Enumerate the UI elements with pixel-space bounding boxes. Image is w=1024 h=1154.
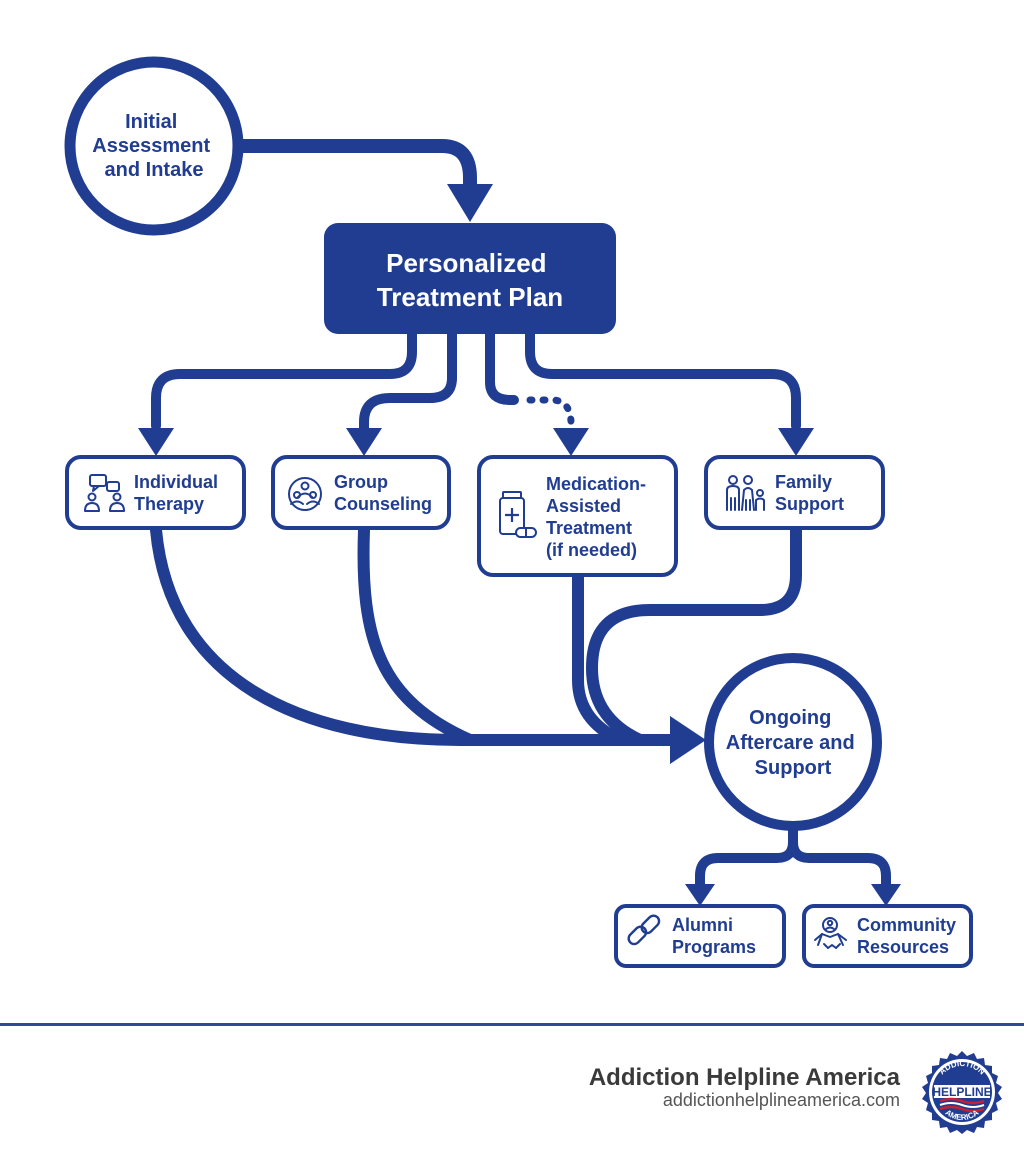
- node-initial-assessment: Initial Assessment and Intake: [64, 56, 244, 236]
- helpline-seal-logo: ADDICTION HELPLINE AMERICA: [922, 1051, 1002, 1134]
- svg-text:AMERICA: AMERICA: [944, 1108, 981, 1122]
- flow-diagram: Initial Assessment and Intake Personaliz…: [64, 56, 973, 968]
- arrowhead-plan-to-group: [346, 428, 382, 456]
- node-individual-therapy-line2: Therapy: [134, 494, 204, 514]
- node-initial-assessment-line1: Initial: [125, 111, 177, 133]
- connector-aftercare-to-alumni: [695, 823, 798, 889]
- brand-name: Addiction Helpline America: [588, 1064, 900, 1091]
- node-medication-line3: Treatment: [546, 518, 632, 538]
- connector-plan-to-medication: [485, 329, 519, 405]
- node-group-counseling-line2: Counseling: [334, 494, 432, 514]
- node-treatment-plan: Personalized Treatment Plan: [324, 223, 616, 334]
- connector-plan-to-individual: [151, 329, 417, 431]
- connector-plan-to-medication-dotted: [526, 396, 575, 426]
- arrowhead-aftercare-to-community: [871, 884, 901, 906]
- pill-bottle-icon: [499, 491, 537, 538]
- footer-divider: [0, 1023, 1024, 1026]
- connector-group-to-aftercare: [357, 524, 476, 746]
- connector-plan-to-family: [525, 329, 801, 431]
- node-family-support-line1: Family: [775, 472, 832, 492]
- connector-family-to-aftercare: [586, 524, 802, 746]
- svg-text:Medication- Assisted: Medication- Assisted Treatment (if neede…: [546, 474, 651, 560]
- node-group-counseling-line1: Group: [334, 472, 388, 492]
- node-medication: Medication- Assisted Treatment (if neede…: [477, 455, 678, 577]
- arrowhead-intake-to-plan: [447, 184, 493, 222]
- family-icon: [726, 475, 765, 511]
- node-treatment-plan-line2: Treatment Plan: [377, 282, 563, 312]
- chain-link-icon: [627, 914, 661, 946]
- arrowhead-plan-to-family: [778, 428, 814, 456]
- node-aftercare-line1: Ongoing: [749, 707, 831, 729]
- svg-text:Initial Assessment: Initial Assessment and Intake: [92, 111, 215, 181]
- seal-bottom-text: AMERICA: [944, 1108, 981, 1122]
- arrowhead-plan-to-medication: [553, 428, 589, 456]
- node-medication-line4: (if needed): [546, 540, 637, 560]
- connector-medication-to-aftercare: [572, 570, 626, 746]
- arrowhead-plan-to-individual: [138, 428, 174, 456]
- arrowhead-aftercare-to-alumni: [685, 884, 715, 906]
- arrowhead-to-aftercare: [670, 716, 706, 764]
- node-initial-assessment-line2: Assessment: [92, 135, 210, 157]
- chat-people-icon: [84, 474, 125, 512]
- node-aftercare-line2: Aftercare and: [726, 732, 855, 754]
- node-initial-assessment-line3: and Intake: [105, 159, 204, 181]
- svg-text:Alumni Programs: Alumni Programs: [672, 915, 756, 957]
- brand-url: addictionhelplineamerica.com: [662, 1090, 900, 1110]
- node-aftercare-line3: Support: [755, 757, 832, 779]
- node-medication-line1: Medication-: [546, 474, 646, 494]
- node-alumni-line1: Alumni: [672, 915, 733, 935]
- node-individual-therapy-line1: Individual: [134, 472, 218, 492]
- handshake-icon: [814, 917, 847, 949]
- node-family-support: Family Support: [704, 455, 885, 530]
- svg-text:Personalized Treatment P: Personalized Treatment Plan: [377, 248, 563, 312]
- node-family-support-line2: Support: [775, 494, 844, 514]
- svg-text:Group Counseling: Group Counseling: [334, 472, 432, 514]
- svg-text:Family Support: Family Support: [775, 472, 844, 514]
- svg-text:Individual Therapy: Individual Therapy: [134, 472, 223, 514]
- svg-text:Community Resources: Community Resources: [857, 915, 961, 957]
- group-circle-icon: [288, 477, 322, 511]
- node-group-counseling: Group Counseling: [271, 455, 451, 530]
- node-treatment-plan-line1: Personalized: [386, 248, 546, 278]
- node-medication-line2: Assisted: [546, 496, 621, 516]
- connector-intake-to-plan: [233, 139, 477, 199]
- node-community-line2: Resources: [857, 937, 949, 957]
- node-alumni: Alumni Programs: [614, 904, 786, 968]
- connector-aftercare-to-community: [788, 837, 891, 889]
- connector-individual-to-aftercare: [150, 524, 681, 746]
- node-aftercare: Ongoing Aftercare and Support: [704, 653, 882, 831]
- node-community: Community Resources: [802, 904, 973, 968]
- node-alumni-line2: Programs: [672, 937, 756, 957]
- connector-plan-to-group: [359, 329, 457, 433]
- node-community-line1: Community: [857, 915, 956, 935]
- node-individual-therapy: Individual Therapy: [65, 455, 246, 530]
- svg-text:Ongoing Aftercare and: Ongoing Aftercare and Support: [726, 707, 861, 779]
- seal-middle-text: HELPLINE: [932, 1085, 991, 1099]
